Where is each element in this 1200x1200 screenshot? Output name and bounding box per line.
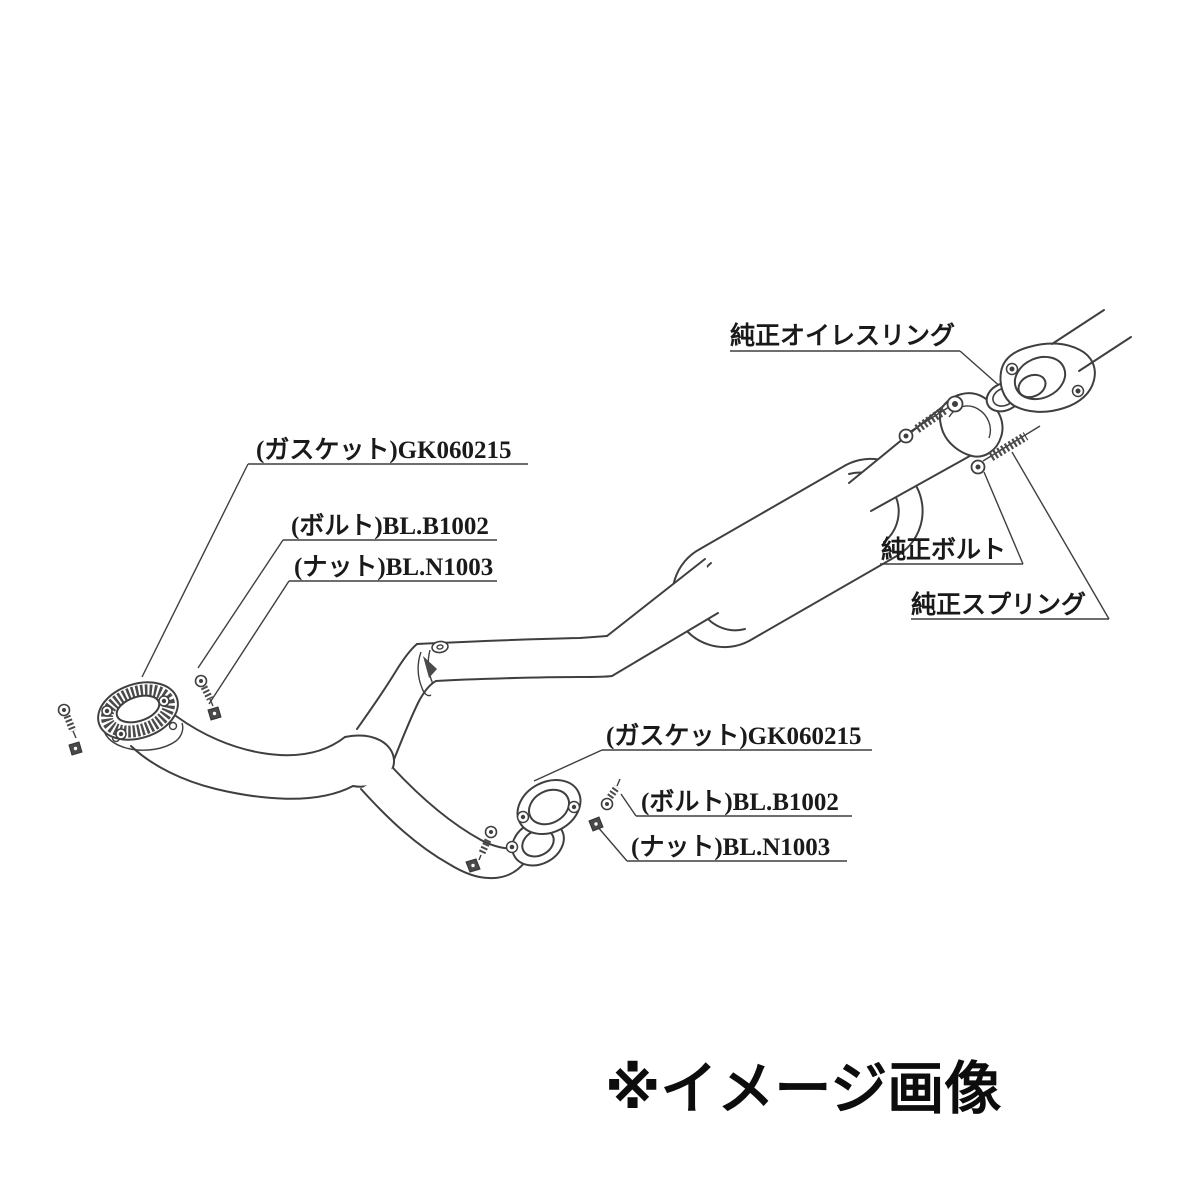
cut-off-pipe-stub [1051,309,1132,372]
lower-bolt-left [478,825,498,861]
label-bolt-lower: (ボルト)BL.B1002 [641,788,839,816]
collector-riser-pipe [356,643,437,768]
label-gasket-front: (ガスケット)GK060215 [256,436,512,464]
lower-gasket-ring [516,779,582,835]
front-bolt-inner [194,674,214,707]
label-bolt-front: (ボルト)BL.B1002 [291,512,489,540]
lower-nut-right [588,816,604,832]
lower-branch-pipe [360,767,526,880]
callout-bolt-front [197,539,497,669]
callout-lines [141,350,1110,862]
label-gasket-lower: (ガスケット)GK060215 [606,722,862,750]
label-oilless-ring: 純正オイレスリング [730,321,955,350]
callout-gasket-front [141,463,528,678]
label-genuine-bolt: 純正ボルト [881,535,1006,564]
mid-pipe-rise [606,558,719,677]
label-nut-lower: (ナット)BL.N1003 [631,834,830,861]
part-labels: 純正オイレスリング (ガスケット)GK060215 (ボルト)BL.B1002 … [256,321,1086,861]
genuine-spring-bolt-left [898,395,964,444]
label-genuine-spring: 純正スプリング [911,590,1086,619]
callout-nut-front [208,580,497,705]
mid-pipe-horizontal [416,635,613,682]
callout-bolt-lower [620,793,852,817]
front-flange-bolt-holes [101,695,170,740]
front-flange-gasket [97,681,184,751]
lower-bolt-right [600,778,621,811]
callout-genuine-bolt [880,471,1024,565]
hanger-bracket [417,640,449,697]
front-nut-far-left [68,741,83,756]
lower-flange [505,819,565,867]
rear-flange [999,309,1132,413]
callout-nut-lower [596,825,847,862]
genuine-spring-bolt-right [970,425,1041,475]
callout-oilless-ring [730,350,1004,390]
callout-gasket-lower [533,749,872,782]
front-branch-pipe [130,715,354,800]
lower-nut-left [465,858,481,873]
front-bolt-far-left [57,703,77,739]
front-nut-inner [207,706,222,721]
callout-genuine-spring [911,451,1110,620]
label-nut-front: (ナット)BL.N1003 [294,554,493,581]
image-disclaimer-caption: ※イメージ画像 [605,1056,1001,1122]
